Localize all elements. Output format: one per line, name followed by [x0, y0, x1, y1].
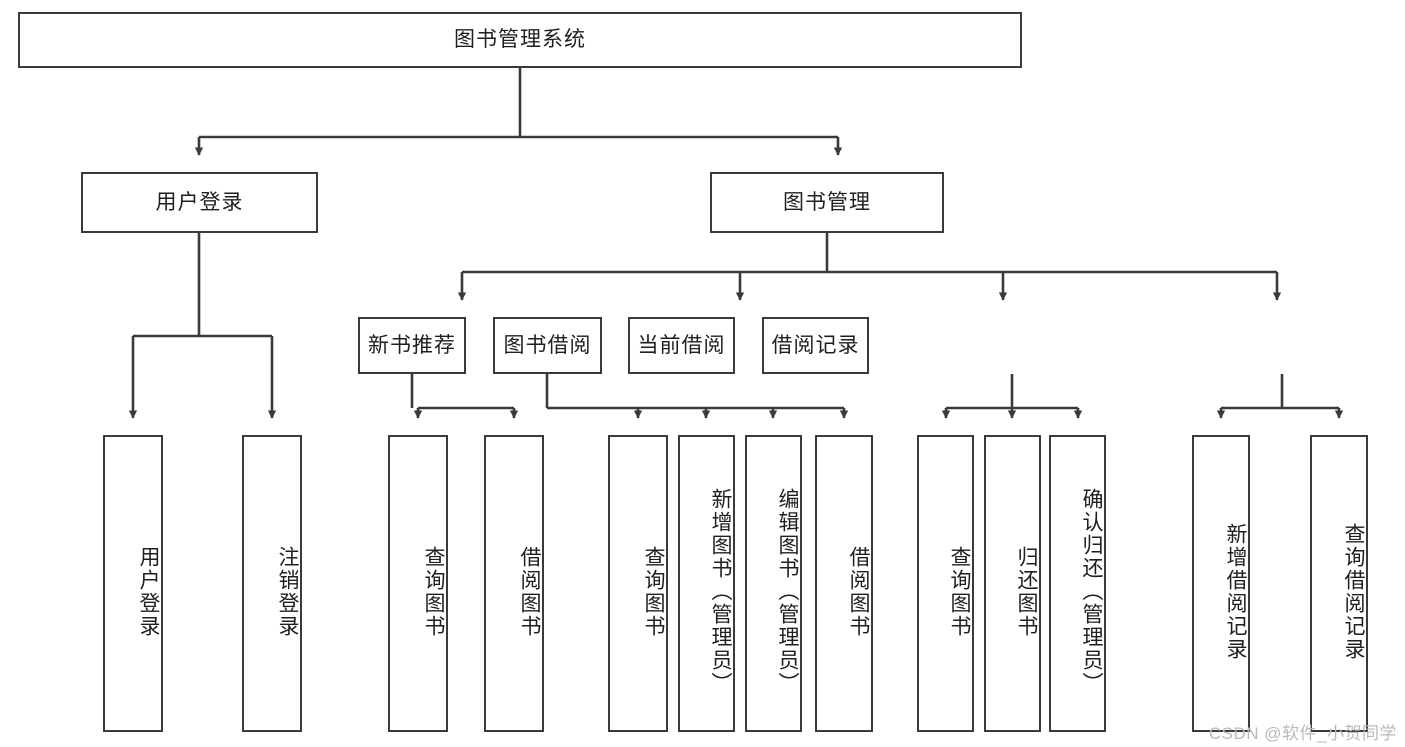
node-label: 借阅记录	[771, 333, 860, 357]
node-label: 新增图书（管理员）	[709, 488, 732, 695]
node-label: 注销登录	[276, 545, 299, 638]
leaf-query-book-recommend[interactable]: 查询图书	[388, 435, 448, 732]
leaf-query-borrow-record[interactable]: 查询借阅记录	[1310, 435, 1368, 732]
node-label: 新增借阅记录	[1224, 522, 1247, 661]
leaf-add-book-admin[interactable]: 新增图书（管理员）	[678, 435, 735, 732]
leaf-borrow-book-recommend[interactable]: 借阅图书	[484, 435, 544, 732]
node-label: 借阅图书	[518, 545, 541, 638]
node-label: 确认归还（管理员）	[1080, 488, 1103, 695]
node-label: 新书推荐	[368, 333, 456, 357]
node-label: 查询图书	[642, 545, 665, 638]
node-root-system[interactable]: 图书管理系统	[18, 12, 1022, 68]
node-label: 借阅图书	[847, 545, 870, 638]
node-label: 归还图书	[1015, 545, 1038, 638]
leaf-logout[interactable]: 注销登录	[242, 435, 302, 732]
node-user-login[interactable]: 用户登录	[81, 172, 318, 233]
leaf-query-book-current[interactable]: 查询图书	[917, 435, 974, 732]
node-label: 编辑图书（管理员）	[776, 488, 799, 695]
node-current-borrow[interactable]: 当前借阅	[628, 317, 735, 374]
leaf-add-borrow-record[interactable]: 新增借阅记录	[1192, 435, 1250, 732]
node-label: 查询图书	[948, 545, 971, 638]
node-label: 用户登录	[155, 190, 244, 214]
leaf-borrow-book[interactable]: 借阅图书	[815, 435, 873, 732]
leaf-edit-book-admin[interactable]: 编辑图书（管理员）	[745, 435, 802, 732]
node-label: 查询借阅记录	[1342, 522, 1365, 661]
leaf-query-book-borrow[interactable]: 查询图书	[608, 435, 668, 732]
node-book-borrow[interactable]: 图书借阅	[493, 317, 602, 374]
leaf-user-login[interactable]: 用户登录	[103, 435, 163, 732]
node-label: 图书管理系统	[454, 28, 586, 52]
leaf-confirm-return-admin[interactable]: 确认归还（管理员）	[1049, 435, 1106, 732]
node-label: 查询图书	[422, 545, 445, 638]
node-label: 图书管理	[783, 190, 871, 214]
node-new-book-recommend[interactable]: 新书推荐	[358, 317, 466, 374]
node-label: 当前借阅	[637, 333, 726, 357]
node-book-management[interactable]: 图书管理	[710, 172, 944, 233]
node-borrow-record[interactable]: 借阅记录	[762, 317, 869, 374]
leaf-return-book[interactable]: 归还图书	[984, 435, 1041, 732]
node-label: 用户登录	[137, 545, 160, 638]
node-label: 图书借阅	[503, 333, 592, 357]
